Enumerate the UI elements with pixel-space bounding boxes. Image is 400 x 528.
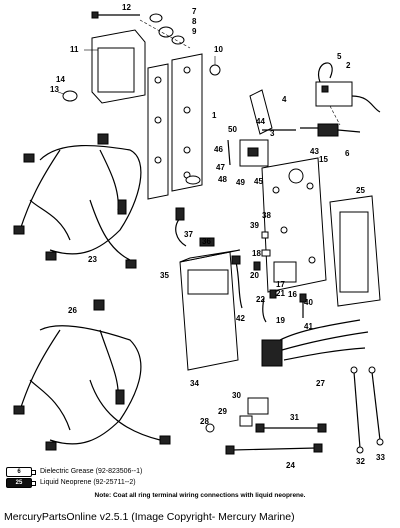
callout-18: 18	[252, 249, 261, 258]
part-30-relay	[205, 397, 269, 433]
callout-13: 13	[50, 85, 59, 94]
part-23-harness	[13, 133, 142, 269]
callout-17: 17	[276, 280, 285, 289]
part-10-grommet	[209, 56, 221, 76]
callout-16: 16	[288, 290, 297, 299]
callout-27: 27	[316, 379, 325, 388]
callout-4: 4	[282, 95, 287, 104]
callout-5: 5	[337, 52, 342, 61]
callout-32: 32	[356, 457, 365, 466]
callout-40: 40	[304, 298, 313, 307]
legend-item-grease: 6 Dielectric Grease (92-823506--1)	[6, 466, 396, 477]
callout-21: 21	[276, 289, 285, 298]
part-25-plate	[329, 195, 381, 307]
callout-31: 31	[290, 413, 299, 422]
callout-22: 22	[256, 295, 265, 304]
parts-diagram: 1 2 3 4 5 6 7 8 9 10 11 12 13 14 15 16 1…	[13, 3, 385, 470]
callout-3: 3	[270, 129, 275, 138]
part-13-clip	[57, 90, 78, 102]
callout-30: 30	[232, 391, 241, 400]
callout-6: 6	[345, 149, 350, 158]
callout-33: 33	[376, 453, 385, 462]
callout-10: 10	[214, 45, 223, 54]
callout-46: 46	[214, 145, 223, 154]
part-44-relay	[227, 139, 269, 167]
callout-44: 44	[256, 117, 265, 126]
callout-49: 49	[236, 178, 245, 187]
callout-45: 45	[254, 177, 263, 186]
callout-36: 36	[202, 237, 211, 246]
callout-19: 19	[276, 316, 285, 325]
part-12-bolt	[91, 11, 140, 19]
legend-item-neoprene: 25 Liquid Neoprene (92-25711--2)	[6, 477, 396, 488]
callout-labels: 1 2 3 4 5 6 7 8 9 10 11 12 13 14 15 16 1…	[50, 3, 385, 470]
copyright-footer: MercuryPartsOnline v2.5.1 (Image Copyrig…	[4, 511, 295, 523]
callout-15: 15	[319, 155, 328, 164]
tube-icon: 6	[6, 466, 36, 477]
part-26-harness	[13, 299, 171, 451]
callout-1: 1	[212, 111, 217, 120]
legend-text: Liquid Neoprene (92-25711--2)	[40, 479, 136, 486]
callout-23: 23	[88, 255, 97, 264]
callout-39: 39	[250, 221, 259, 230]
grommets	[139, 13, 191, 49]
callout-14: 14	[56, 75, 65, 84]
callout-7: 7	[192, 7, 197, 16]
callout-48: 48	[218, 175, 227, 184]
part-34-ecm	[179, 249, 241, 371]
part-32-cable	[350, 366, 364, 454]
callout-20: 20	[250, 271, 259, 280]
callout-26: 26	[68, 306, 77, 315]
part-33-cable	[368, 366, 384, 446]
callout-24: 24	[286, 461, 295, 470]
legend: 6 Dielectric Grease (92-823506--1) 25 Li…	[6, 466, 396, 488]
part-15-plate	[261, 157, 327, 293]
callout-8: 8	[192, 17, 197, 26]
part-27-harness	[261, 319, 369, 367]
callout-25: 25	[356, 186, 365, 195]
callout-47: 47	[216, 163, 225, 172]
callout-12: 12	[122, 3, 131, 12]
callout-35: 35	[160, 271, 169, 280]
callout-2: 2	[346, 61, 351, 70]
part-6-sensor	[300, 123, 361, 137]
part-36-connector	[199, 237, 215, 247]
part-2-coil	[315, 62, 381, 126]
callout-42: 42	[236, 314, 245, 323]
legend-text: Dielectric Grease (92-823506--1)	[40, 468, 143, 475]
callout-28: 28	[200, 417, 209, 426]
part-11-module	[84, 29, 146, 104]
part-4-bracket	[249, 89, 296, 135]
part-31-wire	[255, 423, 327, 433]
tube-icon: 25	[6, 477, 36, 488]
part-24-wire	[225, 443, 323, 455]
part-19-wire	[262, 297, 267, 323]
callout-37: 37	[184, 230, 193, 239]
part-1-bracket	[147, 53, 203, 200]
callout-38: 38	[262, 211, 271, 220]
callout-43: 43	[310, 147, 319, 156]
wiring-note: Note: Coat all ring terminal wiring conn…	[94, 492, 306, 499]
callout-50: 50	[228, 125, 237, 134]
callout-11: 11	[70, 45, 79, 54]
callout-34: 34	[190, 379, 199, 388]
part-37-harness	[175, 207, 187, 247]
callout-41: 41	[304, 322, 313, 331]
callout-9: 9	[192, 27, 197, 36]
callout-29: 29	[218, 407, 227, 416]
part-16-block	[253, 261, 297, 299]
part-42-connector	[231, 255, 243, 309]
fasteners-38-41	[261, 231, 307, 318]
